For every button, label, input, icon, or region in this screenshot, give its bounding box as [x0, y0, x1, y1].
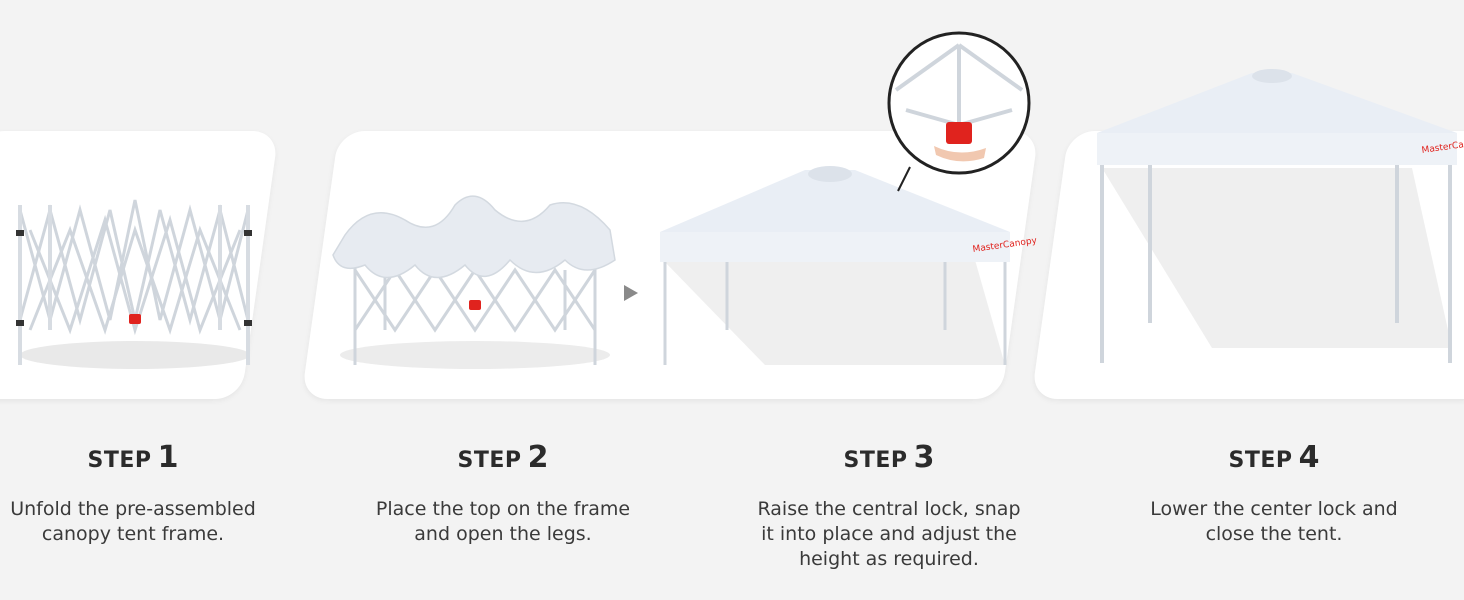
center-lock-detail-image [887, 31, 1031, 175]
detail-pointer-line [897, 166, 911, 192]
raised-canopy-image: MasterCanopy [660, 166, 1038, 365]
folded-frame-image [16, 199, 252, 369]
step1-description: Unfold the pre-assembled canopy tent fra… [10, 498, 256, 545]
step-label: STEP [457, 448, 522, 473]
fabric-on-frame-image [332, 195, 616, 369]
step3-description: Raise the central lock, snap it into pla… [757, 498, 1021, 570]
step-label: STEP [1228, 448, 1293, 473]
step-number: 3 [913, 440, 935, 475]
step-label: STEP [87, 448, 152, 473]
step4-description: Lower the center lock and close the tent… [1150, 498, 1398, 545]
step2-description: Place the top on the frame and open the … [375, 498, 631, 545]
finished-canopy-image: MasterCanopy [1097, 69, 1464, 363]
step-number: 4 [1298, 440, 1320, 475]
step-number: 1 [157, 440, 179, 475]
step-number: 2 [527, 440, 549, 475]
step-label: STEP [843, 448, 908, 473]
play-arrow-icon [624, 285, 638, 301]
